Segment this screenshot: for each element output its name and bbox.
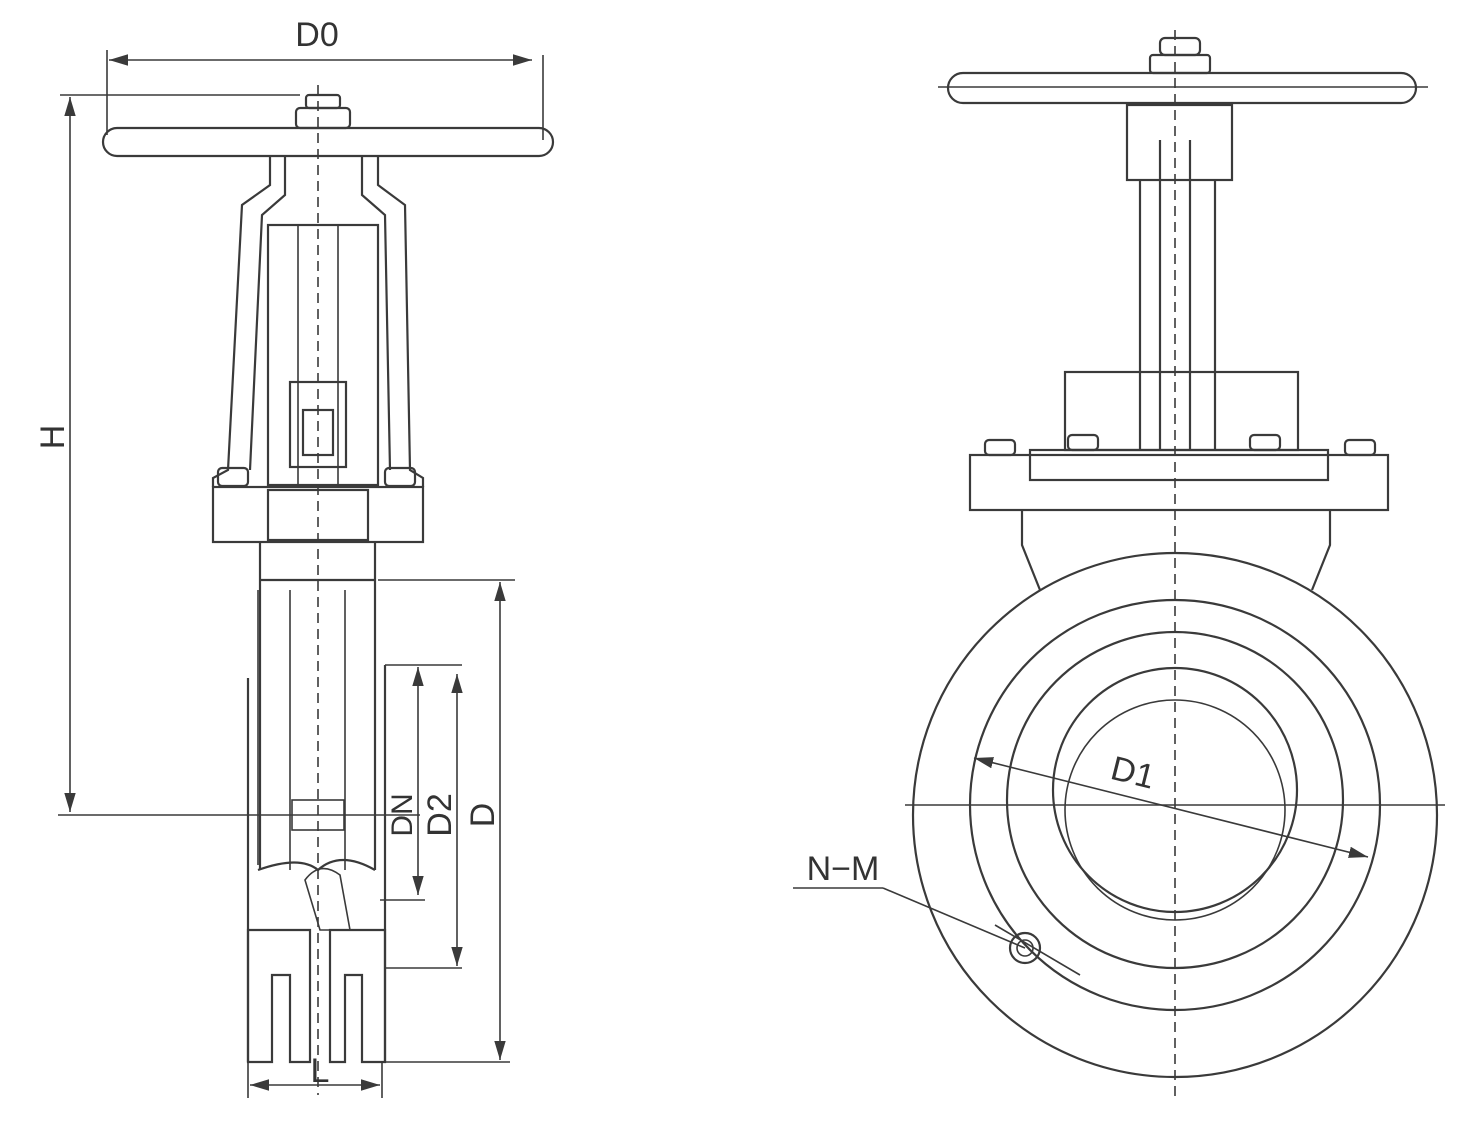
handwheel: [101, 126, 555, 158]
body-neck: [1020, 510, 1332, 591]
body-section-right: [328, 928, 387, 1064]
yoke-outer: [211, 156, 425, 487]
stem: [297, 224, 339, 486]
bonnet-flange: [968, 453, 1390, 512]
stem-nut-block: [288, 380, 348, 469]
stem-nut: [1148, 53, 1212, 75]
bolt: [1248, 433, 1282, 452]
bolt-hole: [1008, 931, 1042, 965]
gate-slot: [291, 799, 345, 831]
dn-label: DN: [386, 793, 419, 836]
front-view: D1 N−M: [793, 30, 1445, 1100]
body-section-left: [246, 928, 312, 1064]
h-label: H: [34, 425, 72, 450]
body-walls: [246, 665, 387, 1062]
d2-label: D2: [421, 793, 459, 836]
yoke-inner: [248, 156, 392, 471]
stem-housing: [1138, 140, 1217, 450]
packing-plate: [1028, 448, 1330, 482]
yoke-window: [266, 223, 380, 487]
stem-nut-inner: [301, 408, 335, 457]
gate-section: [304, 867, 351, 931]
d0-label: D0: [295, 16, 338, 54]
bolt: [1343, 438, 1377, 457]
side-view: D0 H D D2: [34, 16, 555, 1098]
stem-cap: [304, 93, 342, 110]
bonnet-flange: [211, 485, 425, 544]
bonnet-top: [1125, 103, 1234, 182]
d1-dimension-line: [973, 757, 1369, 858]
nm-leader: [882, 887, 1026, 949]
d1-label: D1: [1107, 749, 1158, 796]
handwheel: [946, 71, 1418, 105]
yoke-block: [1063, 370, 1300, 452]
gate-plate: [257, 590, 346, 870]
bolt: [983, 438, 1017, 457]
bolt-left: [216, 466, 250, 488]
outer-flange: [911, 551, 1439, 1079]
body: [258, 542, 377, 870]
bolts: [983, 433, 1377, 457]
nm-label: N−M: [807, 850, 880, 888]
l-label: L: [311, 1052, 330, 1090]
stem-cap: [1158, 36, 1202, 57]
bolt-hole-axis: [994, 924, 1081, 976]
bolt: [1066, 433, 1100, 452]
stem-nut: [294, 106, 352, 130]
gland: [266, 488, 370, 542]
d-label: D: [464, 803, 502, 828]
